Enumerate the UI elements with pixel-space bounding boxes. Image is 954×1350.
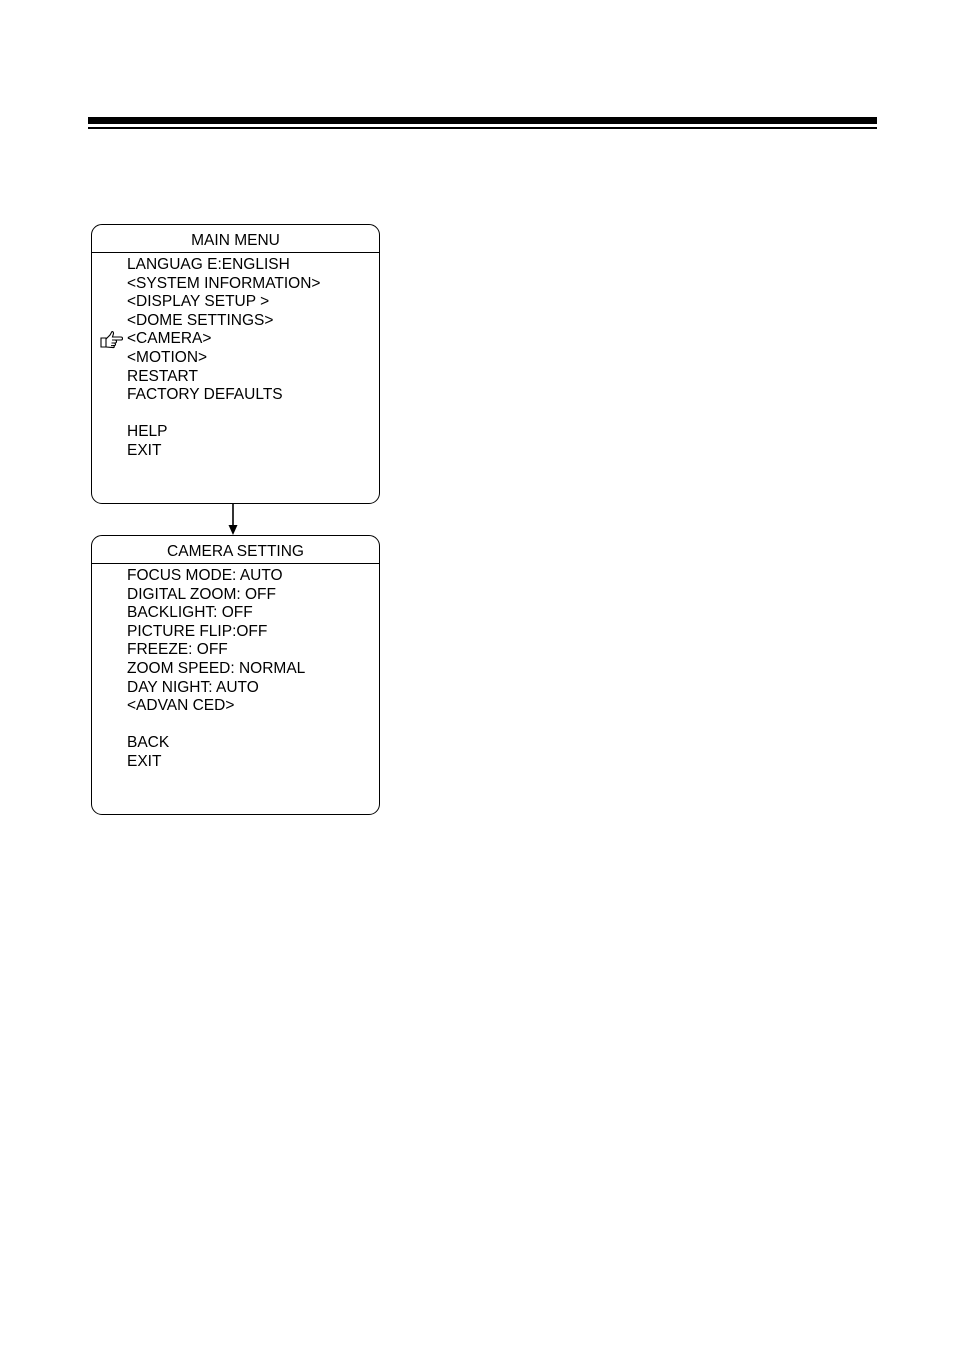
menu-item-factory-defaults[interactable]: FACTORY DEFAULTS	[127, 386, 321, 405]
menu-item-digital-zoom[interactable]: DIGITAL ZOOM: OFF	[127, 586, 305, 605]
main-menu-title: MAIN MENU	[92, 225, 379, 253]
menu-item-freeze[interactable]: FREEZE: OFF	[127, 641, 305, 660]
menu-item-picture-flip[interactable]: PICTURE FLIP:OFF	[127, 623, 305, 642]
menu-item-display-setup[interactable]: <DISPLAY SETUP >	[127, 293, 321, 312]
arrow-down-icon	[226, 503, 240, 536]
main-menu-list: LANGUAG E:ENGLISH <SYSTEM INFORMATION> <…	[127, 256, 321, 461]
menu-item-dome-settings[interactable]: <DOME SETTINGS>	[127, 312, 321, 331]
camera-setting-title: CAMERA SETTING	[92, 536, 379, 564]
menu-item-zoom-speed[interactable]: ZOOM SPEED: NORMAL	[127, 660, 305, 679]
main-menu-panel: MAIN MENU LANGUAG E:ENGLISH <SYSTEM INFO…	[91, 224, 380, 504]
menu-item-help[interactable]: HELP	[127, 423, 321, 442]
menu-item-back[interactable]: BACK	[127, 734, 305, 753]
menu-spacer	[127, 405, 321, 424]
menu-item-focus-mode[interactable]: FOCUS MODE: AUTO	[127, 567, 305, 586]
menu-item-advanced[interactable]: <ADVAN CED>	[127, 697, 305, 716]
menu-item-system-information[interactable]: <SYSTEM INFORMATION>	[127, 275, 321, 294]
menu-item-language[interactable]: LANGUAG E:ENGLISH	[127, 256, 321, 275]
menu-item-exit[interactable]: EXIT	[127, 442, 321, 461]
menu-item-backlight[interactable]: BACKLIGHT: OFF	[127, 604, 305, 623]
camera-setting-panel: CAMERA SETTING FOCUS MODE: AUTO DIGITAL …	[91, 535, 380, 815]
menu-item-camera[interactable]: <CAMERA>	[127, 330, 321, 349]
pointing-hand-icon	[99, 330, 123, 350]
camera-setting-list: FOCUS MODE: AUTO DIGITAL ZOOM: OFF BACKL…	[127, 567, 305, 772]
menu-item-day-night[interactable]: DAY NIGHT: AUTO	[127, 679, 305, 698]
menu-item-exit[interactable]: EXIT	[127, 753, 305, 772]
menu-item-motion[interactable]: <MOTION>	[127, 349, 321, 368]
menu-item-restart[interactable]: RESTART	[127, 368, 321, 387]
header-rule-thin	[88, 127, 877, 129]
header-rule-thick	[88, 117, 877, 124]
menu-spacer	[127, 716, 305, 735]
